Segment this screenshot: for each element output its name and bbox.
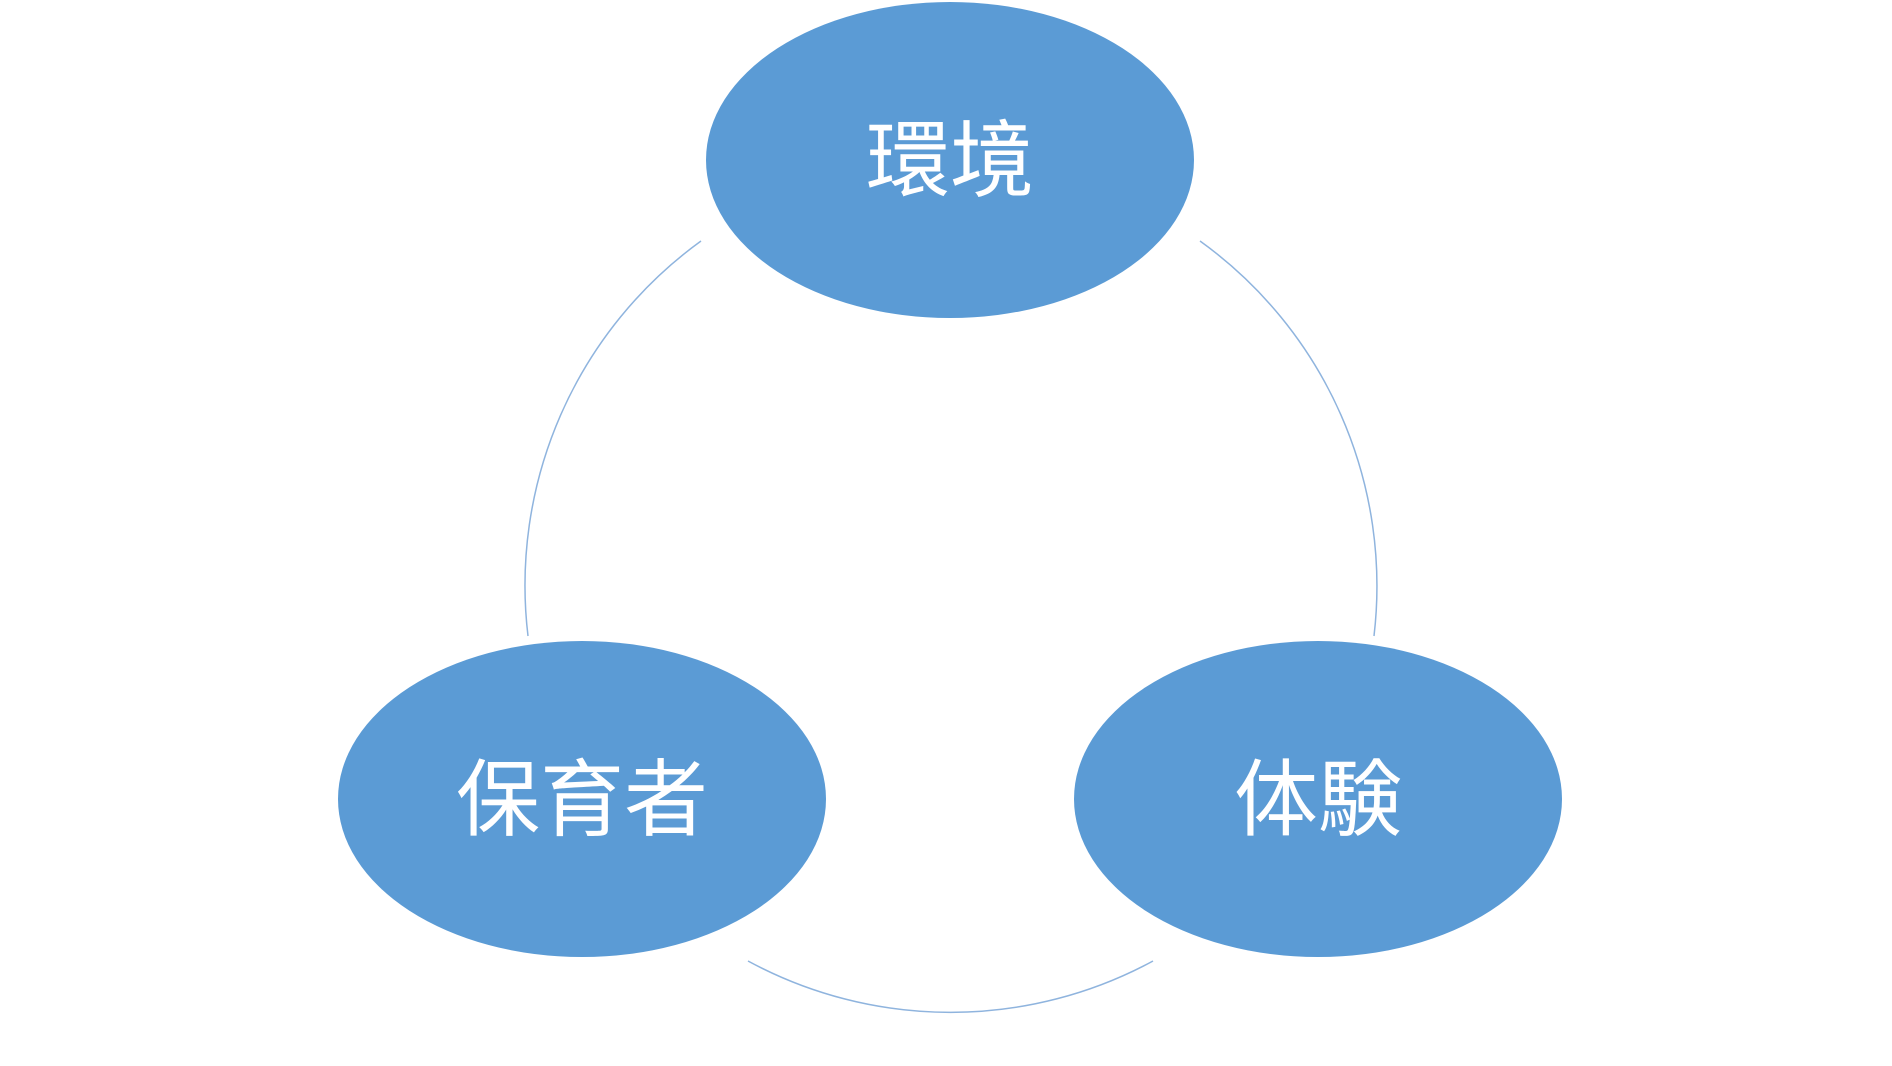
node-label-environment: 環境 (866, 112, 1034, 210)
node-experience: 体験 (1074, 641, 1562, 957)
arc-experience-to-caregiver (747, 960, 1154, 1014)
arc-environment-to-experience (1199, 240, 1378, 637)
node-label-caregiver: 保育者 (456, 751, 708, 849)
node-environment: 環境 (706, 2, 1194, 318)
arc-caregiver-to-environment (524, 240, 702, 637)
node-caregiver: 保育者 (338, 641, 826, 957)
node-label-experience: 体験 (1234, 751, 1402, 849)
